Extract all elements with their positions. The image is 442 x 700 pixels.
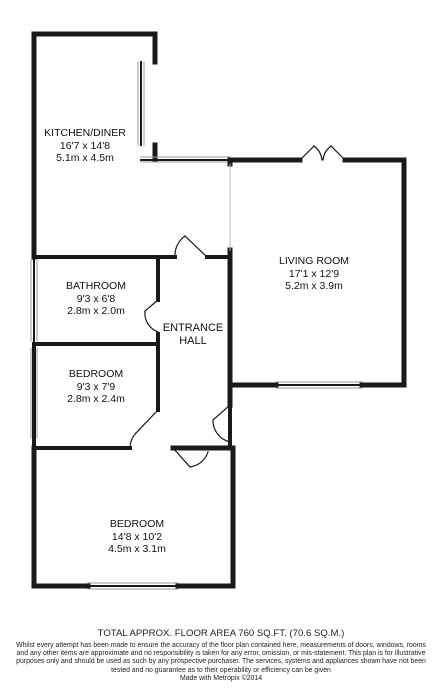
bedroom1-label: BEDROOM 9'3 x 7'9 2.8m x 2.4m [40, 368, 152, 406]
floor-area-text: TOTAL APPROX. FLOOR AREA 760 SQ.FT. (70.… [97, 628, 345, 639]
living-name: LIVING ROOM [278, 255, 349, 267]
living-window [275, 381, 363, 389]
bathroom-label: BATHROOM 9'3 x 6'8 2.8m x 2.0m [40, 280, 152, 318]
bedroom2-walls [31, 445, 236, 589]
bedroom1-window [30, 347, 38, 439]
kitchen-door-icon [174, 235, 208, 258]
hall-walls [156, 255, 232, 450]
hall-name-line2: HALL [179, 335, 207, 347]
credit-text: Made with Metropix ©2014 [179, 674, 263, 682]
bedroom2-window [87, 582, 179, 590]
hall-name-line1: ENTRANCE [162, 322, 224, 334]
bathroom-metric: 2.8m x 2.0m [67, 305, 125, 317]
bedroom1-walls [32, 342, 160, 450]
living-door-icon [212, 404, 231, 443]
bathroom-name: BATHROOM [66, 280, 126, 292]
kitchen-name: KITCHEN/DINER [44, 127, 126, 139]
kitchen-window [137, 61, 231, 163]
bedroom1-name: BEDROOM [68, 368, 124, 380]
plan-footer: TOTAL APPROX. FLOOR AREA 760 SQ.FT. (70.… [14, 628, 428, 683]
bedroom2-metric: 4.5m x 3.1m [108, 543, 166, 555]
bedroom1-door-icon [129, 409, 159, 449]
bathroom-door-icon [144, 299, 159, 333]
bedroom1-metric: 2.8m x 2.4m [67, 393, 125, 405]
disclaimer-text: Whilst every attempt has been made to en… [16, 642, 426, 674]
bathroom-imperial: 9'3 x 6'8 [76, 292, 116, 305]
french-doors-icon [299, 145, 346, 161]
bedroom2-name: BEDROOM [109, 518, 165, 530]
bedroom2-label: BEDROOM 14'8 x 10'2 4.5m x 3.1m [76, 518, 198, 556]
kitchen-label: KITCHEN/DINER 16'7 x 14'8 5.1m x 4.5m [26, 127, 144, 165]
bathroom-window [30, 259, 38, 342]
living-label: LIVING ROOM 17'1 x 12'9 5.2m x 3.9m [258, 255, 370, 293]
living-walls [227, 157, 407, 408]
bedroom1-imperial: 9'3 x 7'9 [76, 380, 116, 393]
bedroom2-imperial: 14'8 x 10'2 [111, 530, 163, 543]
kitchen-metric: 5.1m x 4.5m [56, 152, 114, 164]
living-metric: 5.2m x 3.9m [285, 280, 343, 292]
hall-label: ENTRANCE HALL [153, 322, 233, 348]
living-imperial: 17'1 x 12'9 [288, 267, 340, 280]
floor-plan [30, 31, 407, 590]
bedroom2-door-icon [172, 447, 209, 468]
kitchen-imperial: 16'7 x 14'8 [59, 139, 111, 152]
